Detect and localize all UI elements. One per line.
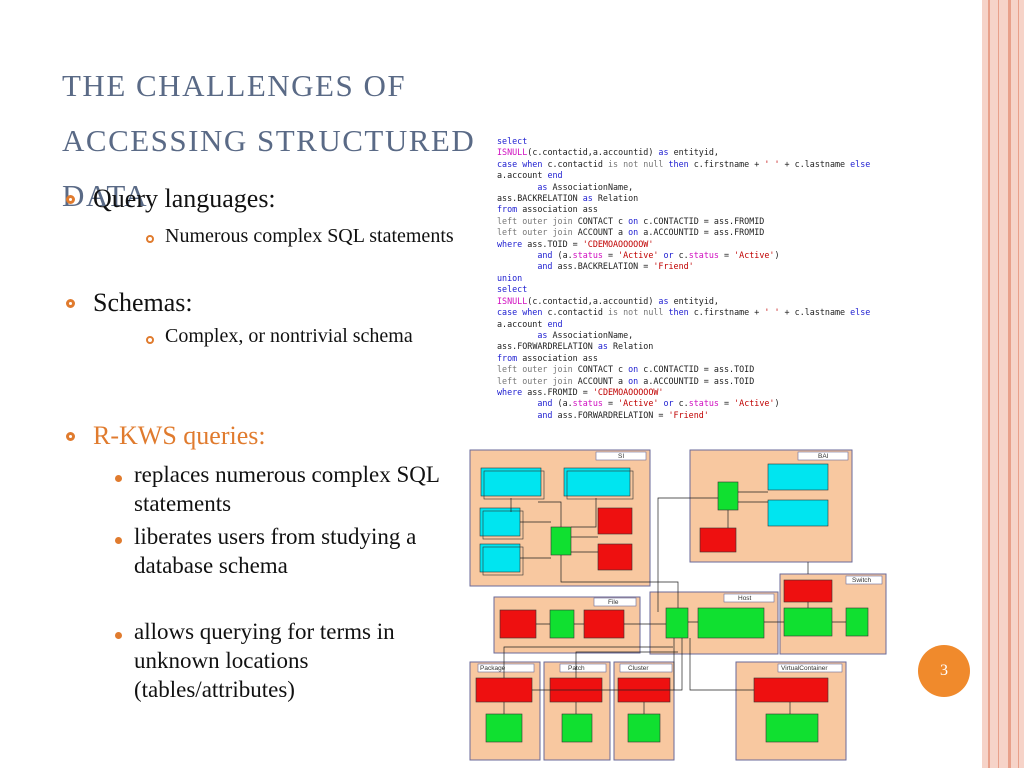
sql-code-line: ass.FORWARDRELATION as Relation (497, 341, 654, 352)
sql-code-line: left outer join ACCOUNT a on a.ACCOUNTID… (497, 375, 755, 386)
rkws-item-1: replaces numerous complex SQL statements (134, 462, 440, 516)
sql-code-line: left outer join CONTACT c on c.CONTACTID… (497, 364, 755, 375)
group-label-package: Package (480, 665, 506, 672)
bullet-query-languages: Query languages: (93, 184, 276, 213)
bullet-marker (66, 195, 75, 204)
sql-code-line: ISNULL(c.contactid,a.accountid) as entit… (497, 147, 719, 158)
sql-code-line: where ass.TOID = 'CDEMOAOOOOOW' (497, 238, 654, 249)
slide-title: THE CHALLENGES OF ACCESSING STRUCTURED D… (62, 68, 476, 213)
bullet-marker (146, 336, 154, 344)
bullet-marker (66, 432, 75, 441)
bullet-marker (115, 475, 122, 482)
sql-code-line: union (497, 272, 523, 283)
bullet-rkws: R-KWS queries: (93, 421, 266, 450)
sql-code-line: where ass.FROMID = 'CDEMOAOOOOOW' (497, 386, 664, 397)
sql-code-line: and ass.FORWARDRELATION = 'Friend' (537, 409, 709, 420)
sql-code-line: case when c.contactid is not null then c… (497, 158, 871, 169)
bullet-query-sub: Numerous complex SQL statements (165, 225, 454, 247)
sql-code-line: and (a.status = 'Active' or c.status = '… (537, 398, 780, 409)
decorative-stripes (982, 0, 1024, 768)
sql-code-line: and (a.status = 'Active' or c.status = '… (537, 250, 780, 261)
group-label-si: SI (618, 453, 624, 460)
sql-code-line: case when c.contactid is not null then c… (497, 307, 871, 318)
sql-code-line: left outer join ACCOUNT a on a.ACCOUNTID… (497, 227, 765, 238)
page-number-badge: 3 (918, 645, 970, 697)
bullet-schemas: Schemas: (93, 288, 193, 317)
rkws-item-3: allows querying for terms in unknown loc… (134, 619, 395, 702)
bullet-marker (146, 235, 154, 243)
group-label-host: Host (738, 595, 752, 602)
sql-code-line: as AssociationName, (537, 181, 634, 192)
group-label-patch: Patch (568, 665, 585, 672)
sql-code-line: from association ass (497, 352, 598, 363)
bullet-marker (115, 537, 122, 544)
sql-code-line: as AssociationName, (537, 329, 634, 340)
bullet-marker (115, 632, 122, 639)
sql-code-line: a.account end (497, 318, 563, 329)
sql-code-line: and ass.BACKRELATION = 'Friend' (537, 261, 694, 272)
group-label-bai: BAI (818, 453, 829, 460)
sql-code-line: left outer join CONTACT c on c.CONTACTID… (497, 215, 765, 226)
bullet-schemas-sub: Complex, or nontrivial schema (165, 325, 413, 347)
group-label-file: File (608, 599, 619, 606)
sql-code-line: select (497, 284, 528, 295)
rkws-item-2: liberates users from studying a database… (134, 524, 417, 578)
sql-code-line: a.account end (497, 170, 563, 181)
sql-code-line: ass.BACKRELATION as Relation (497, 193, 639, 204)
bullet-marker (66, 299, 75, 308)
sql-code-line: ISNULL(c.contactid,a.accountid) as entit… (497, 295, 719, 306)
group-label-virtualcontainer: VirtualContainer (781, 665, 828, 672)
group-label-switch: Switch (852, 577, 872, 584)
group-label-cluster: Cluster (628, 665, 649, 672)
sql-code-line: select (497, 136, 528, 146)
schema-diagram: SI BAI Switch File Host Package Patch Cl… (469, 449, 887, 761)
sql-code-line: from association ass (497, 204, 598, 215)
